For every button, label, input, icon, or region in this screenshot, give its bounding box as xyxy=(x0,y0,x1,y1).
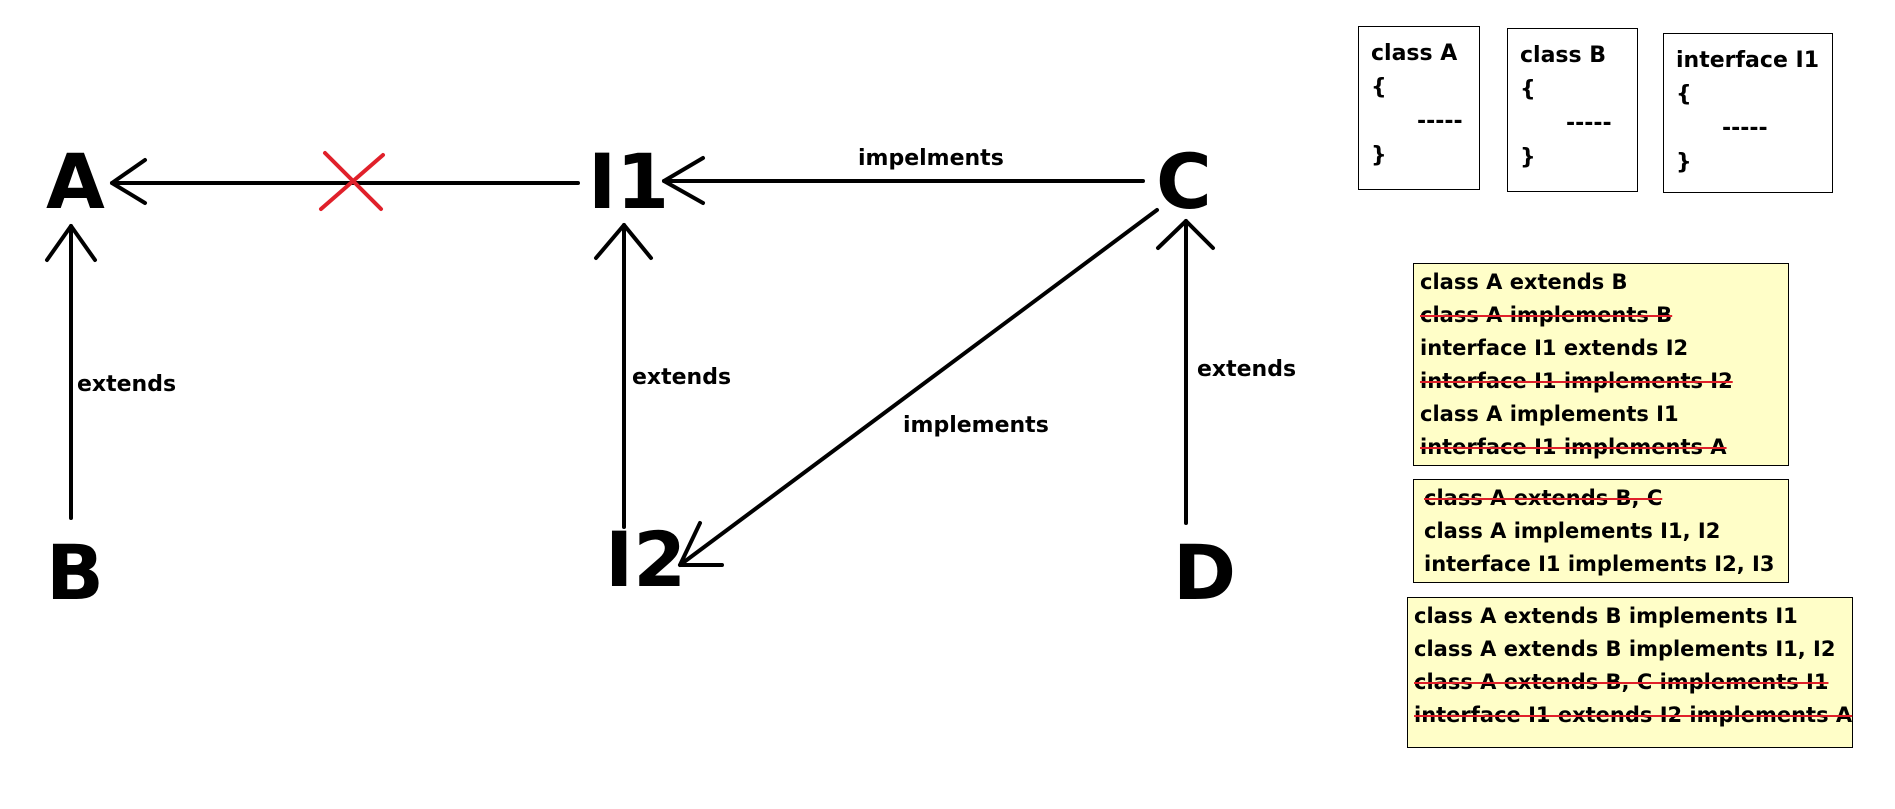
edge-c-i2 xyxy=(678,208,1159,567)
definition-body: ----- xyxy=(1566,111,1612,136)
edge-label-d-c: extends xyxy=(1197,357,1296,382)
definition-close-brace: } xyxy=(1371,143,1387,168)
definition-body: ----- xyxy=(1722,116,1768,141)
node-d: D xyxy=(1173,528,1236,617)
rule-item: interface I1 implements I2, I3 xyxy=(1424,552,1775,576)
rule-item: interface I1 extends I2 xyxy=(1420,336,1689,360)
definition-class-a: class A { ----- } xyxy=(1358,26,1480,190)
arrowhead-i2-i1 xyxy=(594,223,653,260)
definition-open-brace: { xyxy=(1520,77,1536,102)
arrowhead-c-i2 xyxy=(678,521,724,567)
rule-item: class A implements I1 xyxy=(1420,402,1679,426)
node-a: A xyxy=(46,137,105,226)
definition-header: class B xyxy=(1520,43,1607,68)
rule-item-invalid: interface I1 extends I2 implements A xyxy=(1414,703,1853,727)
node-i1: I1 xyxy=(588,137,669,226)
definition-body: ----- xyxy=(1417,109,1463,134)
rule-item: class A extends B implements I1 xyxy=(1414,604,1798,628)
arrowhead-d-c xyxy=(1156,219,1215,250)
rule-item-invalid: interface I1 implements A xyxy=(1420,435,1727,459)
rule-group-combined: class A extends B implements I1 class A … xyxy=(1407,597,1853,748)
edge-label-c-i1: impelments xyxy=(858,146,1004,171)
rule-item-invalid: class A implements B xyxy=(1420,303,1673,327)
definition-open-brace: { xyxy=(1371,75,1387,100)
edge-label-i2-i1: extends xyxy=(632,365,731,390)
definition-close-brace: } xyxy=(1520,145,1536,170)
rule-item-invalid: class A extends B, C implements I1 xyxy=(1414,670,1829,694)
arrowhead-c-i1 xyxy=(662,156,705,205)
definition-header: interface I1 xyxy=(1676,48,1820,73)
definition-header: class A xyxy=(1371,41,1458,66)
definition-interface-i1: interface I1 { ----- } xyxy=(1663,33,1833,193)
rule-group-multiple: class A extends B, C class A implements … xyxy=(1413,479,1789,583)
rule-group-basic: class A extends B class A implements B i… xyxy=(1413,263,1789,466)
arrowhead-b-a xyxy=(45,224,97,262)
node-b: B xyxy=(46,528,104,617)
arrowhead-a xyxy=(110,158,147,205)
edge-label-c-i2: implements xyxy=(903,413,1049,438)
definition-class-b: class B { ----- } xyxy=(1507,28,1638,192)
rule-item: class A extends B xyxy=(1420,270,1628,294)
node-c: C xyxy=(1156,137,1212,226)
edge-label-b-a: extends xyxy=(77,372,176,397)
rule-item-invalid: class A extends B, C xyxy=(1424,486,1663,510)
rule-item: class A implements I1, I2 xyxy=(1424,519,1721,543)
red-x-icon xyxy=(319,151,385,211)
definition-close-brace: } xyxy=(1676,150,1692,175)
node-i2: I2 xyxy=(605,515,686,604)
rule-item-invalid: interface I1 implements I2 xyxy=(1420,369,1733,393)
rule-item: class A extends B implements I1, I2 xyxy=(1414,637,1836,661)
definition-open-brace: { xyxy=(1676,82,1692,107)
